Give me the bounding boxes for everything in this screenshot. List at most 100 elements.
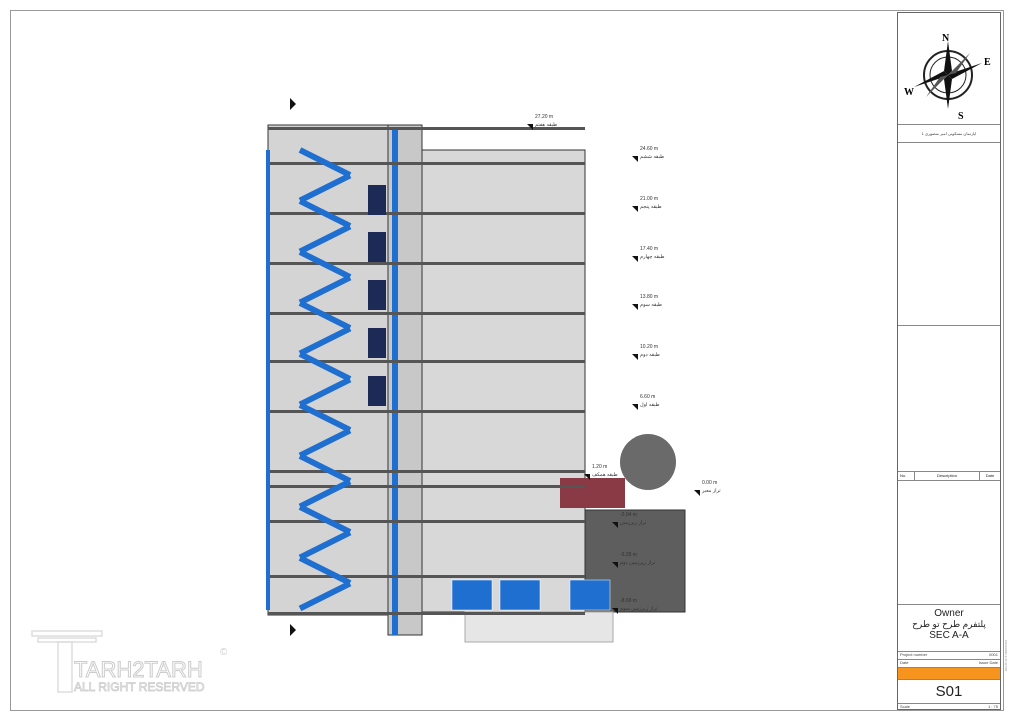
stair-flight: [298, 249, 352, 280]
level-elevation: 17.40 m: [640, 246, 658, 252]
level-marker-icon: [632, 256, 638, 262]
project-name: اپارتمان مسکونی امیر منصوری 1: [898, 125, 1000, 143]
title-area: Owner پلتفرم طرح تو طرح SEC A-A: [898, 605, 1000, 652]
svg-text:W: W: [904, 87, 914, 98]
floor-slab: [268, 520, 585, 523]
stair-flight: [298, 325, 352, 357]
level-elevation: -2.04 m: [620, 512, 637, 518]
svg-text:N: N: [942, 33, 950, 44]
level-name: طبقه پنجم: [640, 204, 662, 210]
level-name: طبقه ششم: [640, 154, 664, 160]
level-name: طبقه سوم: [640, 302, 662, 308]
view-title: SEC A-A: [929, 630, 969, 641]
level-name: طبقه همکف: [592, 472, 618, 478]
floor-slab: [268, 262, 585, 265]
stair-flight: [298, 453, 352, 484]
level-elevation: 24.60 m: [640, 146, 658, 152]
section-drawing: 27.20 m طبقه هفتم 24.60 m طبقه ششم 21.00 m طب…: [266, 98, 721, 643]
svg-text:©: ©: [220, 647, 228, 658]
stair-flight: [298, 274, 352, 306]
title-block: N E S W اپارتمان مسکونی امیر منصوری 1 No…: [897, 12, 1001, 710]
shaft-wall: [392, 130, 398, 635]
svg-text:ALL RIGHT RESERVED: ALL RIGHT RESERVED: [74, 680, 205, 694]
level-elevation: 21.00 m: [640, 196, 658, 202]
level-name: تراز زیرزمین: [620, 520, 647, 526]
floor-slab: [268, 485, 585, 488]
stair-flight: [298, 147, 352, 178]
owner: Owner: [934, 608, 964, 619]
window: [368, 232, 386, 262]
level-elevation: -5.28 m: [620, 552, 637, 558]
level-marker-icon: [632, 156, 638, 162]
level-marker-icon: [612, 562, 618, 568]
window: [368, 376, 386, 406]
ground-window: [451, 579, 493, 611]
level-marker-icon: [584, 474, 590, 480]
stair-flight: [298, 351, 352, 382]
svg-text:E: E: [984, 57, 991, 68]
floor-slab: [268, 360, 585, 363]
facade-wall: [266, 150, 270, 610]
level-name: طبقه چهارم: [640, 254, 665, 260]
watermark-logo: TARH2TARH ALL RIGHT RESERVED ©: [30, 625, 230, 695]
compass-box: N E S W: [898, 13, 1000, 125]
svg-text:TARH2TARH: TARH2TARH: [74, 657, 203, 682]
residential-block: [421, 149, 586, 613]
stair-flight: [298, 172, 352, 204]
blank-area-2: [898, 326, 1000, 472]
level-elevation: -8.69 m: [620, 598, 637, 604]
level-marker-icon: [527, 124, 533, 130]
level-elevation: 0.00 m: [702, 480, 717, 486]
stair-flight: [298, 580, 352, 612]
level-marker-icon: [612, 522, 618, 528]
stair-flight: [298, 478, 352, 510]
floor-slab: [268, 312, 585, 315]
floor-slab: [268, 162, 585, 165]
level-name: تراز زیرزمین دوم: [620, 560, 656, 566]
stair-flight: [298, 555, 352, 586]
level-marker-icon: [612, 608, 618, 614]
ground-window: [569, 579, 611, 611]
level-marker-icon: [632, 354, 638, 360]
window: [368, 328, 386, 358]
floor-slab: [268, 127, 585, 130]
level-elevation: 6.60 m: [640, 394, 655, 400]
floor-slab: [268, 612, 585, 615]
level-elevation: 1.20 m: [592, 464, 607, 470]
section-marker-icon: [290, 624, 296, 636]
floor-slab: [268, 575, 585, 578]
floor-slab: [268, 470, 585, 473]
building-section: [266, 124, 686, 643]
level-name: طبقه دوم: [640, 352, 660, 358]
company-name: پلتفرم طرح تو طرح: [912, 619, 986, 629]
rev-col-date: Date: [985, 473, 995, 478]
stair-flight: [298, 198, 352, 229]
level-name: طبقه هفتم: [535, 122, 557, 128]
stair-flight: [298, 376, 352, 408]
sheet-border: [10, 10, 1004, 711]
stair-flight: [298, 427, 352, 459]
stair-flight: [298, 529, 352, 561]
level-elevation: 13.80 m: [640, 294, 658, 300]
level-marker-icon: [632, 304, 638, 310]
level-name: تراز معبر: [701, 488, 721, 494]
floor-slab: [268, 410, 585, 413]
stair-flight: [298, 504, 352, 535]
svg-text:S: S: [958, 111, 964, 122]
blank-area: [898, 143, 1000, 326]
floor-slab: [268, 212, 585, 215]
sheet-number: S01: [898, 680, 1000, 704]
ground-window: [499, 579, 541, 611]
level-marker-icon: [632, 404, 638, 410]
level-name: طبقه اول: [640, 402, 660, 408]
level-name: تراز زیرزمین سوم: [620, 606, 658, 612]
level-elevation: 27.20 m: [535, 114, 553, 120]
section-marker-icon: [290, 98, 296, 110]
revision-table: No. Description Date: [898, 472, 1000, 605]
print-stamp: 10/11/2023 3:47:32 PM: [1004, 640, 1008, 671]
stair-flight: [298, 402, 352, 433]
accent-bar: [898, 668, 1000, 680]
roof-terrace: [560, 478, 625, 508]
